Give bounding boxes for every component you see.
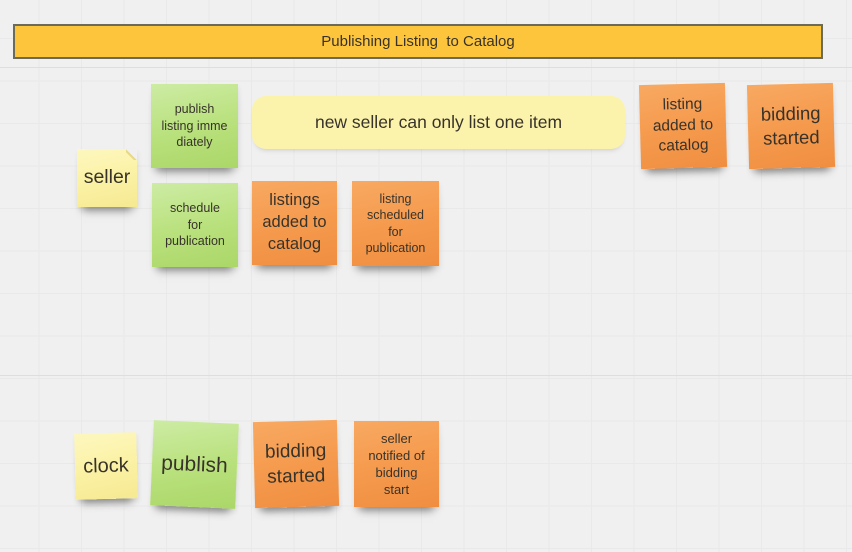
note-text-line: started	[762, 126, 820, 149]
note-text-line: for	[388, 224, 403, 239]
note-text-line: bidding	[760, 101, 821, 125]
note-text-line: publication	[365, 241, 426, 255]
note-text-line: publish	[160, 451, 229, 478]
note-text: clock	[75, 450, 138, 482]
note-text-line: listing imme	[161, 118, 228, 133]
note-text-line: listing	[379, 191, 412, 206]
note-text-line: clock	[82, 454, 130, 478]
note-text-line: publication	[165, 234, 225, 249]
note-text: seller	[77, 163, 137, 193]
note-text: listings added to catalog	[252, 188, 337, 257]
frame-title-banner[interactable]: Publishing Listing to Catalog	[13, 24, 823, 59]
note-text-line: started	[267, 465, 326, 488]
sticky-note-clock[interactable]: clock	[74, 432, 138, 500]
note-text-line: catalog	[658, 136, 709, 155]
note-text-line: added to	[262, 213, 327, 232]
sticky-note-publish[interactable]: publish	[150, 420, 239, 509]
note-text-line: publish	[174, 102, 215, 117]
note-text-line: start	[383, 482, 410, 498]
note-text: listing scheduled for publication	[352, 189, 439, 259]
sticky-note-listings-added-to-catalog[interactable]: listings added to catalog	[252, 181, 337, 265]
note-text-line: listings	[269, 191, 320, 210]
note-text: new seller can only list one item	[252, 109, 625, 136]
grid-major-line	[0, 67, 852, 68]
note-text-line: added to	[652, 115, 714, 135]
note-text-line: seller	[83, 166, 131, 189]
frame-title-label: Publishing Listing to Catalog	[321, 33, 515, 50]
grid-major-line	[0, 375, 852, 376]
note-text-line: for	[187, 217, 203, 232]
sticky-note-listing-scheduled-for-publication[interactable]: listing scheduled for publication	[352, 181, 439, 266]
note-text-line: diately	[176, 135, 213, 150]
note-text-line: listing	[662, 95, 703, 114]
note-text-line: bidding	[264, 440, 327, 463]
sticky-note-seller[interactable]: seller	[77, 149, 137, 207]
note-text-line: schedule	[169, 201, 221, 216]
note-text-line: bidding	[375, 465, 418, 480]
note-text-line: seller	[380, 430, 413, 446]
note-text-line: scheduled	[367, 208, 424, 222]
note-text: publish	[151, 447, 237, 482]
folded-corner-icon	[126, 149, 137, 160]
note-text-line: notified of	[368, 447, 425, 463]
note-text-line: new seller can only list one item	[314, 111, 563, 132]
sticky-note-new-seller-constraint[interactable]: new seller can only list one item	[252, 96, 625, 149]
note-text-line: catalog	[267, 234, 322, 253]
